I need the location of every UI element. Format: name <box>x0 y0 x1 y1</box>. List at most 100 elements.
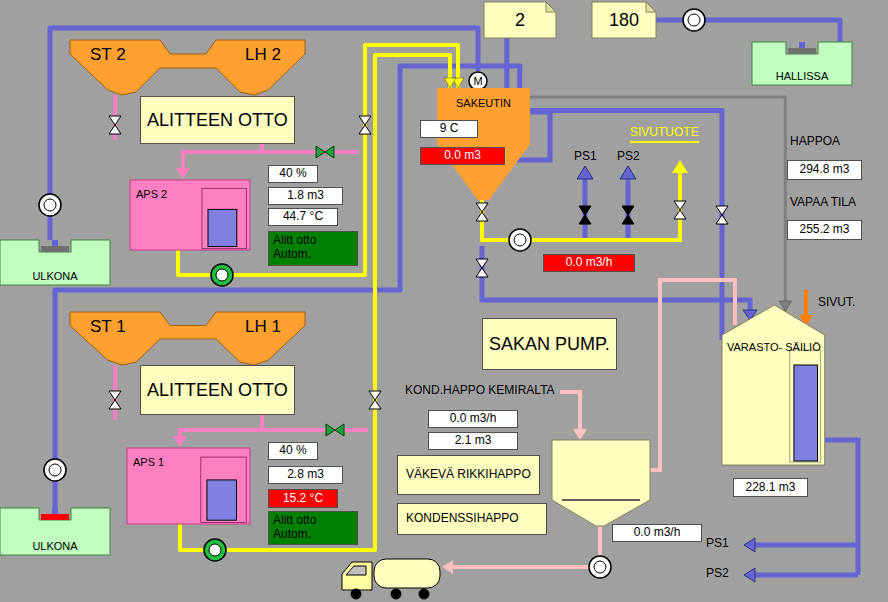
value-box: 9 C <box>420 120 478 138</box>
pump-symbol <box>44 199 56 211</box>
node-text: SAKAN PUMP. <box>489 334 610 355</box>
pump-symbol <box>44 459 66 481</box>
hopper: ST 2LH 2 <box>70 40 305 95</box>
valve-symbol <box>476 259 488 277</box>
node-text: Alitt otto Autom. <box>273 514 353 542</box>
valve-symbol <box>109 391 121 409</box>
pipe-arrowhead <box>577 166 593 179</box>
node-text: 255.2 m3 <box>799 223 849 237</box>
node-text: KONDENSSIHAPPO <box>406 512 519 526</box>
valve-and-pump-symbols <box>39 9 728 578</box>
purple-pipe <box>754 543 858 548</box>
tanker-truck <box>351 589 361 599</box>
yellow-pipe <box>482 172 680 240</box>
pink-pipe <box>115 95 368 438</box>
pump-symbol <box>594 561 606 573</box>
pipe-arrowhead <box>173 436 187 447</box>
pipe-arrowhead <box>573 429 587 440</box>
status-box: Alitt otto Autom. <box>268 511 358 545</box>
valve-symbol <box>716 206 728 224</box>
acid-pipe <box>560 392 580 430</box>
node-text: Alitt otto Autom. <box>273 234 353 262</box>
valve-symbol <box>359 116 371 134</box>
node-text: 15.2 °C <box>283 492 323 506</box>
node-text: VÄKEVÄ RIKKIHAPPO <box>406 468 531 482</box>
acid-pipe <box>598 526 602 556</box>
title-box: SAKAN PUMP. <box>482 318 617 370</box>
acid-pipe <box>452 565 589 569</box>
pipe-arrowhead <box>442 560 453 574</box>
node-text: 0.0 m3/h <box>634 526 681 540</box>
value-box: 0.0 m3/h <box>428 410 518 428</box>
label-text: SIVUT. <box>818 296 855 310</box>
node-text: LH 1 <box>245 317 281 337</box>
pipe-connector <box>444 78 456 88</box>
node-text: 9 C <box>440 122 459 136</box>
title-box: ALITTEEN OTTO <box>140 96 295 144</box>
label-text: KOND.HAPPO KEMIRALTA <box>405 384 555 398</box>
value-box: 2.8 m3 <box>268 466 343 484</box>
basin-tank: ULKONA <box>0 240 110 285</box>
pump-symbol <box>209 544 221 556</box>
pump-symbol <box>216 269 228 281</box>
pink-pipe <box>262 150 358 154</box>
pipe-connector <box>55 66 520 508</box>
value-box: 44.7 °C <box>268 208 338 226</box>
node-text: 1.8 m3 <box>287 189 324 203</box>
pink-pipe <box>262 428 368 432</box>
value-box: 0.0 m3/h <box>612 524 702 542</box>
alarm-value-box: 0.0 m3/h <box>543 254 635 272</box>
node-text: 180 <box>609 10 639 31</box>
tanker-truck <box>346 566 366 575</box>
node-text: ULKONA <box>32 540 77 553</box>
node-text: 2.8 m3 <box>287 468 324 482</box>
pipe-connector <box>530 110 722 340</box>
node-text: SAKEUTIN <box>456 97 511 110</box>
purple-pipe <box>754 573 858 578</box>
pipe-connector <box>530 97 785 311</box>
aps-unit: APS 2 <box>130 180 250 250</box>
node-text: 2 <box>515 10 525 31</box>
label-text: PS2 <box>706 567 729 581</box>
pump-symbol <box>39 194 61 216</box>
title-box: VÄKEVÄ RIKKIHAPPO <box>397 455 540 495</box>
valve-symbol <box>622 206 634 224</box>
basin-tank: ULKONA <box>0 508 110 555</box>
value-box: 40 % <box>268 165 318 183</box>
alarm-value-box: 15.2 °C <box>268 489 338 508</box>
label-text: PS1 <box>706 537 729 551</box>
label-text: PS2 <box>617 150 640 164</box>
pipe-arrowhead <box>176 168 190 179</box>
tanker-truck <box>374 559 440 588</box>
pump-symbol <box>688 14 700 26</box>
value-note: 2 <box>484 2 556 38</box>
valve-symbol <box>579 206 591 224</box>
condensate-tank <box>562 499 640 501</box>
pipe-connector <box>178 45 458 275</box>
title-box: ALITTEEN OTTO <box>140 365 295 415</box>
node-text: 0.0 m3 <box>444 149 481 163</box>
node-text: 294.8 m3 <box>799 163 849 177</box>
precipitator-tank: SAKEUTIN <box>437 88 530 200</box>
node-text: 40 % <box>279 167 306 181</box>
pipe-arrowhead <box>620 166 636 179</box>
node-text: 44.7 °C <box>283 210 323 224</box>
valve-symbol <box>109 116 121 134</box>
hopper: ST 1LH 1 <box>70 312 305 365</box>
pipe-connector <box>50 28 478 240</box>
valve-symbol <box>674 201 686 219</box>
storage-tank: VARASTO- SÄILIÖ <box>722 305 825 465</box>
value-note: 180 <box>592 2 656 38</box>
node-text: LH 2 <box>245 45 281 65</box>
pipe-connector <box>504 38 509 88</box>
node-text: ULKONA <box>32 270 77 283</box>
pump-symbol <box>509 229 531 251</box>
valve-symbol <box>476 203 488 221</box>
value-box: 228.1 m3 <box>733 478 808 497</box>
node-text: APS 1 <box>133 456 164 469</box>
valve-symbol <box>316 146 334 158</box>
node-text: HALLISSA <box>776 70 829 83</box>
yellow-pipe <box>482 172 680 240</box>
side-product-pipe <box>804 290 808 316</box>
